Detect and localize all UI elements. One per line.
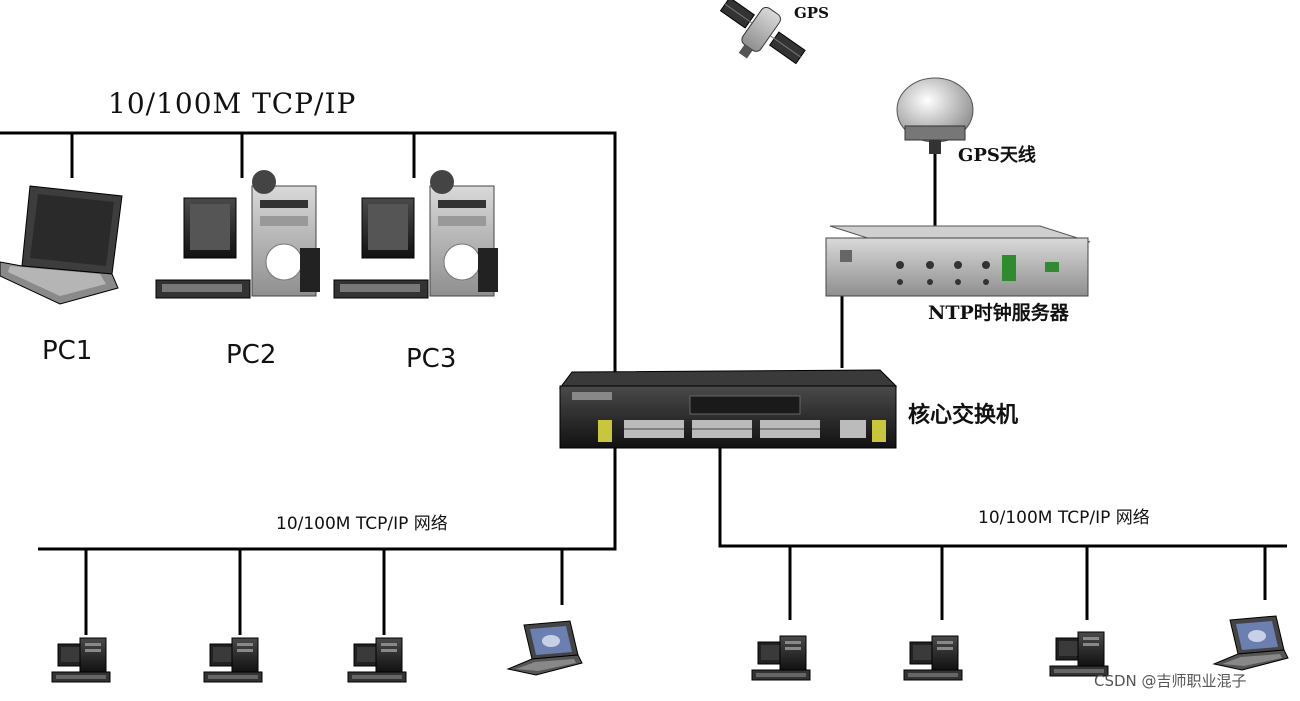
desktop-pc-icon — [903, 629, 963, 681]
desktop-pc-icon — [347, 631, 407, 683]
desktop-pc-icon — [51, 631, 111, 683]
gps-antenna-icon — [896, 77, 974, 154]
pc1-label: PC1 — [42, 336, 93, 366]
watermark: CSDN @吉师职业混子 — [1094, 672, 1247, 690]
right-network-label: 10/100M TCP/IP 网络 — [978, 508, 1150, 528]
pc2-label: PC2 — [226, 340, 277, 370]
ntp-server-rack-icon — [825, 225, 1091, 297]
core-switch-label: 核心交换机 — [908, 402, 1019, 428]
ntp-server-label: NTP时钟服务器 — [928, 302, 1069, 324]
desktop-pc-icon — [155, 170, 320, 299]
gps-label: GPS — [794, 4, 829, 22]
desktop-pc-icon — [1049, 625, 1109, 677]
gps-antenna-label: GPS天线 — [958, 145, 1036, 166]
pc3-label: PC3 — [406, 344, 457, 374]
desktop-pc-icon — [751, 629, 811, 681]
network-switch-icon — [558, 369, 898, 449]
desktop-pc-icon — [203, 631, 263, 683]
satellite-icon — [719, 0, 806, 65]
laptop-icon — [0, 185, 123, 305]
desktop-pc-icon — [333, 170, 498, 299]
laptop-icon — [1213, 615, 1289, 671]
left-network-label: 10/100M TCP/IP 网络 — [276, 514, 448, 534]
laptop-icon — [507, 620, 583, 676]
top-network-label: 10/100M TCP/IP — [108, 87, 357, 120]
